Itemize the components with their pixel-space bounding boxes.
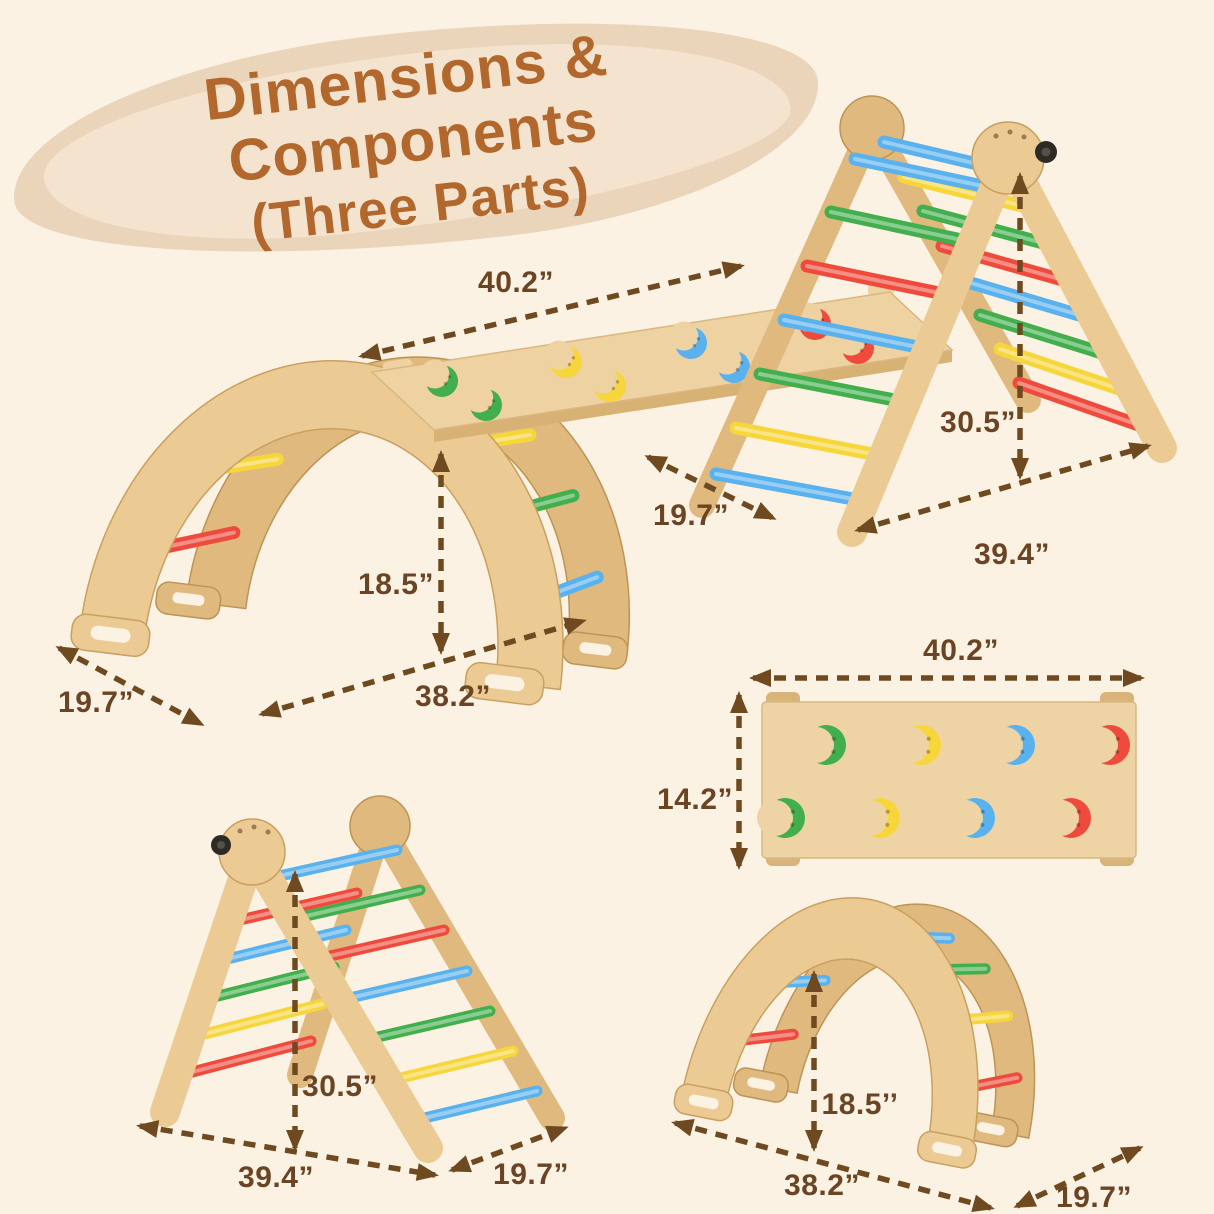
dim-assembly-triangle-depth: 19.7” [653,499,729,532]
dim-assembly-triangle-height: 30.5” [940,406,1016,439]
assembled-set [70,95,1177,706]
dim-arch-height: 18.5’’ [821,1088,899,1121]
dim-triangle-base: 39.4” [238,1161,314,1194]
dim-assembly-arch-height: 18.5” [358,568,434,601]
dim-arch-width: 38.2” [784,1169,860,1202]
dim-ramp-width: 14.2” [657,783,733,816]
dimension-arrows [55,172,1152,1213]
dim-ramp-length: 40.2” [923,634,999,667]
dim-arch-depth: 19.7” [1056,1181,1132,1214]
dim-assembly-arch-width: 38.2” [415,680,491,713]
arch-front-view [673,897,1036,1169]
lock-knob [1035,141,1057,163]
dim-assembly-ramp-length: 40.2” [478,266,554,299]
dim-triangle-depth: 19.7” [493,1158,569,1191]
ramp-top-view [756,692,1137,866]
assembled-ramp-board [370,280,954,442]
dim-assembly-arch-depth: 19.7” [58,686,134,719]
climbing-holds [756,725,1130,838]
assembled-triangle [689,95,1177,547]
dim-triangle-height: 30.5” [302,1070,378,1103]
lock-knob [211,835,231,855]
dim-assembly-triangle-base: 39.4” [974,538,1050,571]
assembled-arch [70,356,631,706]
